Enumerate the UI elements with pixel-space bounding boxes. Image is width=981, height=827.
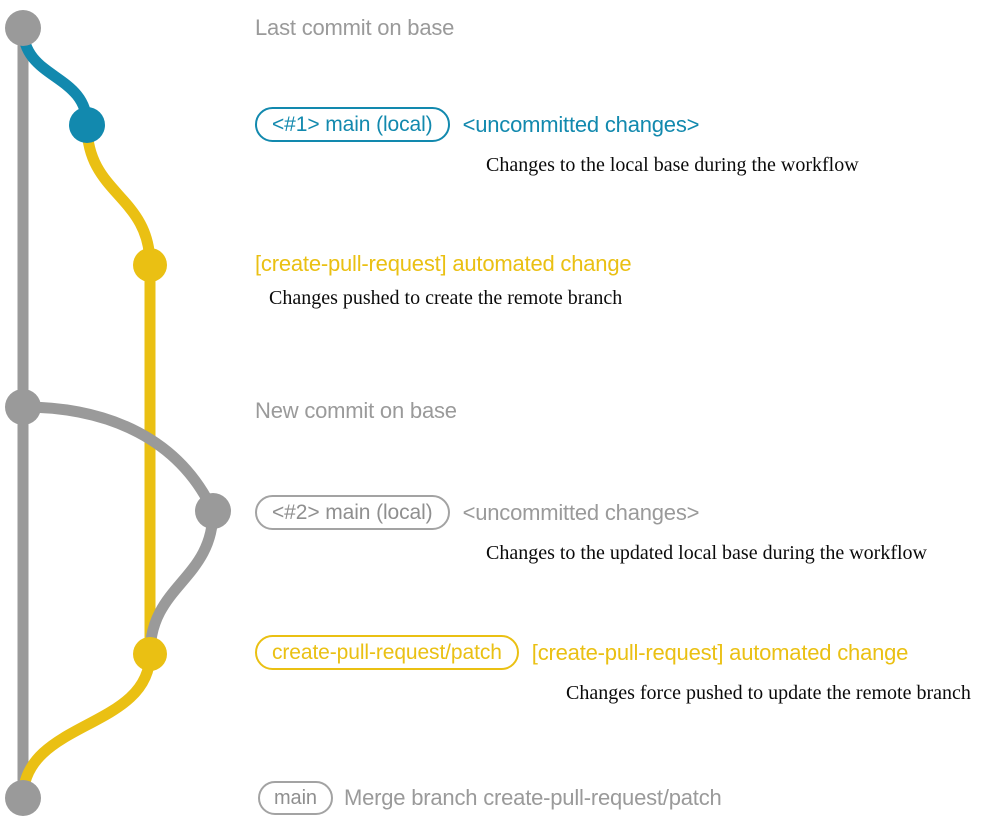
commit-subject: <uncommitted changes> xyxy=(462,111,700,137)
commit-row-local-1: <#1> main (local) <uncommitted changes> … xyxy=(255,107,859,175)
edge-base-new-to-local2 xyxy=(17,401,219,517)
commit-subject: New commit on base xyxy=(255,398,457,423)
node-patch-force[interactable] xyxy=(133,637,167,671)
commit-row-merge: main Merge branch create-pull-request/pa… xyxy=(258,781,722,815)
commit-note: Changes pushed to create the remote bran… xyxy=(269,287,623,309)
commit-subject: [create-pull-request] automated change xyxy=(255,251,632,276)
node-local-2[interactable] xyxy=(195,493,231,529)
node-patch-create[interactable] xyxy=(133,248,167,282)
commit-row-main: <#2> main (local) <uncommitted changes> xyxy=(255,495,699,530)
commit-row-local-2: <#2> main (local) <uncommitted changes> … xyxy=(255,495,927,563)
commit-row-new-commit-on-base: New commit on base xyxy=(255,398,457,424)
commit-row-main: New commit on base xyxy=(255,398,457,424)
commit-row-last-commit-on-base: Last commit on base xyxy=(255,15,454,41)
ref-badge-create-pull-request-patch[interactable]: create-pull-request/patch xyxy=(255,635,519,670)
commit-note: Changes to the local base during the wor… xyxy=(486,154,859,176)
commit-row-patch-create: [create-pull-request] automated change C… xyxy=(255,251,632,309)
commit-subject: <uncommitted changes> xyxy=(462,499,700,525)
node-local-1[interactable] xyxy=(69,107,105,143)
commit-note: Changes to the updated local base during… xyxy=(486,542,927,564)
commit-row-main: create-pull-request/patch [create-pull-r… xyxy=(255,635,908,670)
commit-row-main: <#1> main (local) <uncommitted changes> xyxy=(255,107,699,142)
ref-badge-main-local-2[interactable]: <#2> main (local) xyxy=(255,495,450,530)
edge-patch-force-to-merge xyxy=(17,648,156,804)
edge-local1-to-patch-create xyxy=(81,119,156,271)
node-base-last[interactable] xyxy=(5,10,41,46)
commit-subject: [create-pull-request] automated change xyxy=(531,639,909,665)
commit-row-patch-force: create-pull-request/patch [create-pull-r… xyxy=(255,635,971,703)
commit-subject: Merge branch create-pull-request/patch xyxy=(343,785,722,810)
node-base-new[interactable] xyxy=(5,389,41,425)
node-base-merge[interactable] xyxy=(5,780,41,816)
commit-row-main: [create-pull-request] automated change xyxy=(255,251,632,276)
ref-badge-main-local-1[interactable]: <#1> main (local) xyxy=(255,107,450,142)
ref-badge-main[interactable]: main xyxy=(258,781,333,815)
edge-local2-to-patch-force xyxy=(144,505,219,660)
commit-row-main: main Merge branch create-pull-request/pa… xyxy=(258,781,722,815)
commit-note: Changes force pushed to update the remot… xyxy=(566,682,971,704)
commit-subject: Last commit on base xyxy=(255,15,455,40)
commit-row-main: Last commit on base xyxy=(255,15,454,41)
